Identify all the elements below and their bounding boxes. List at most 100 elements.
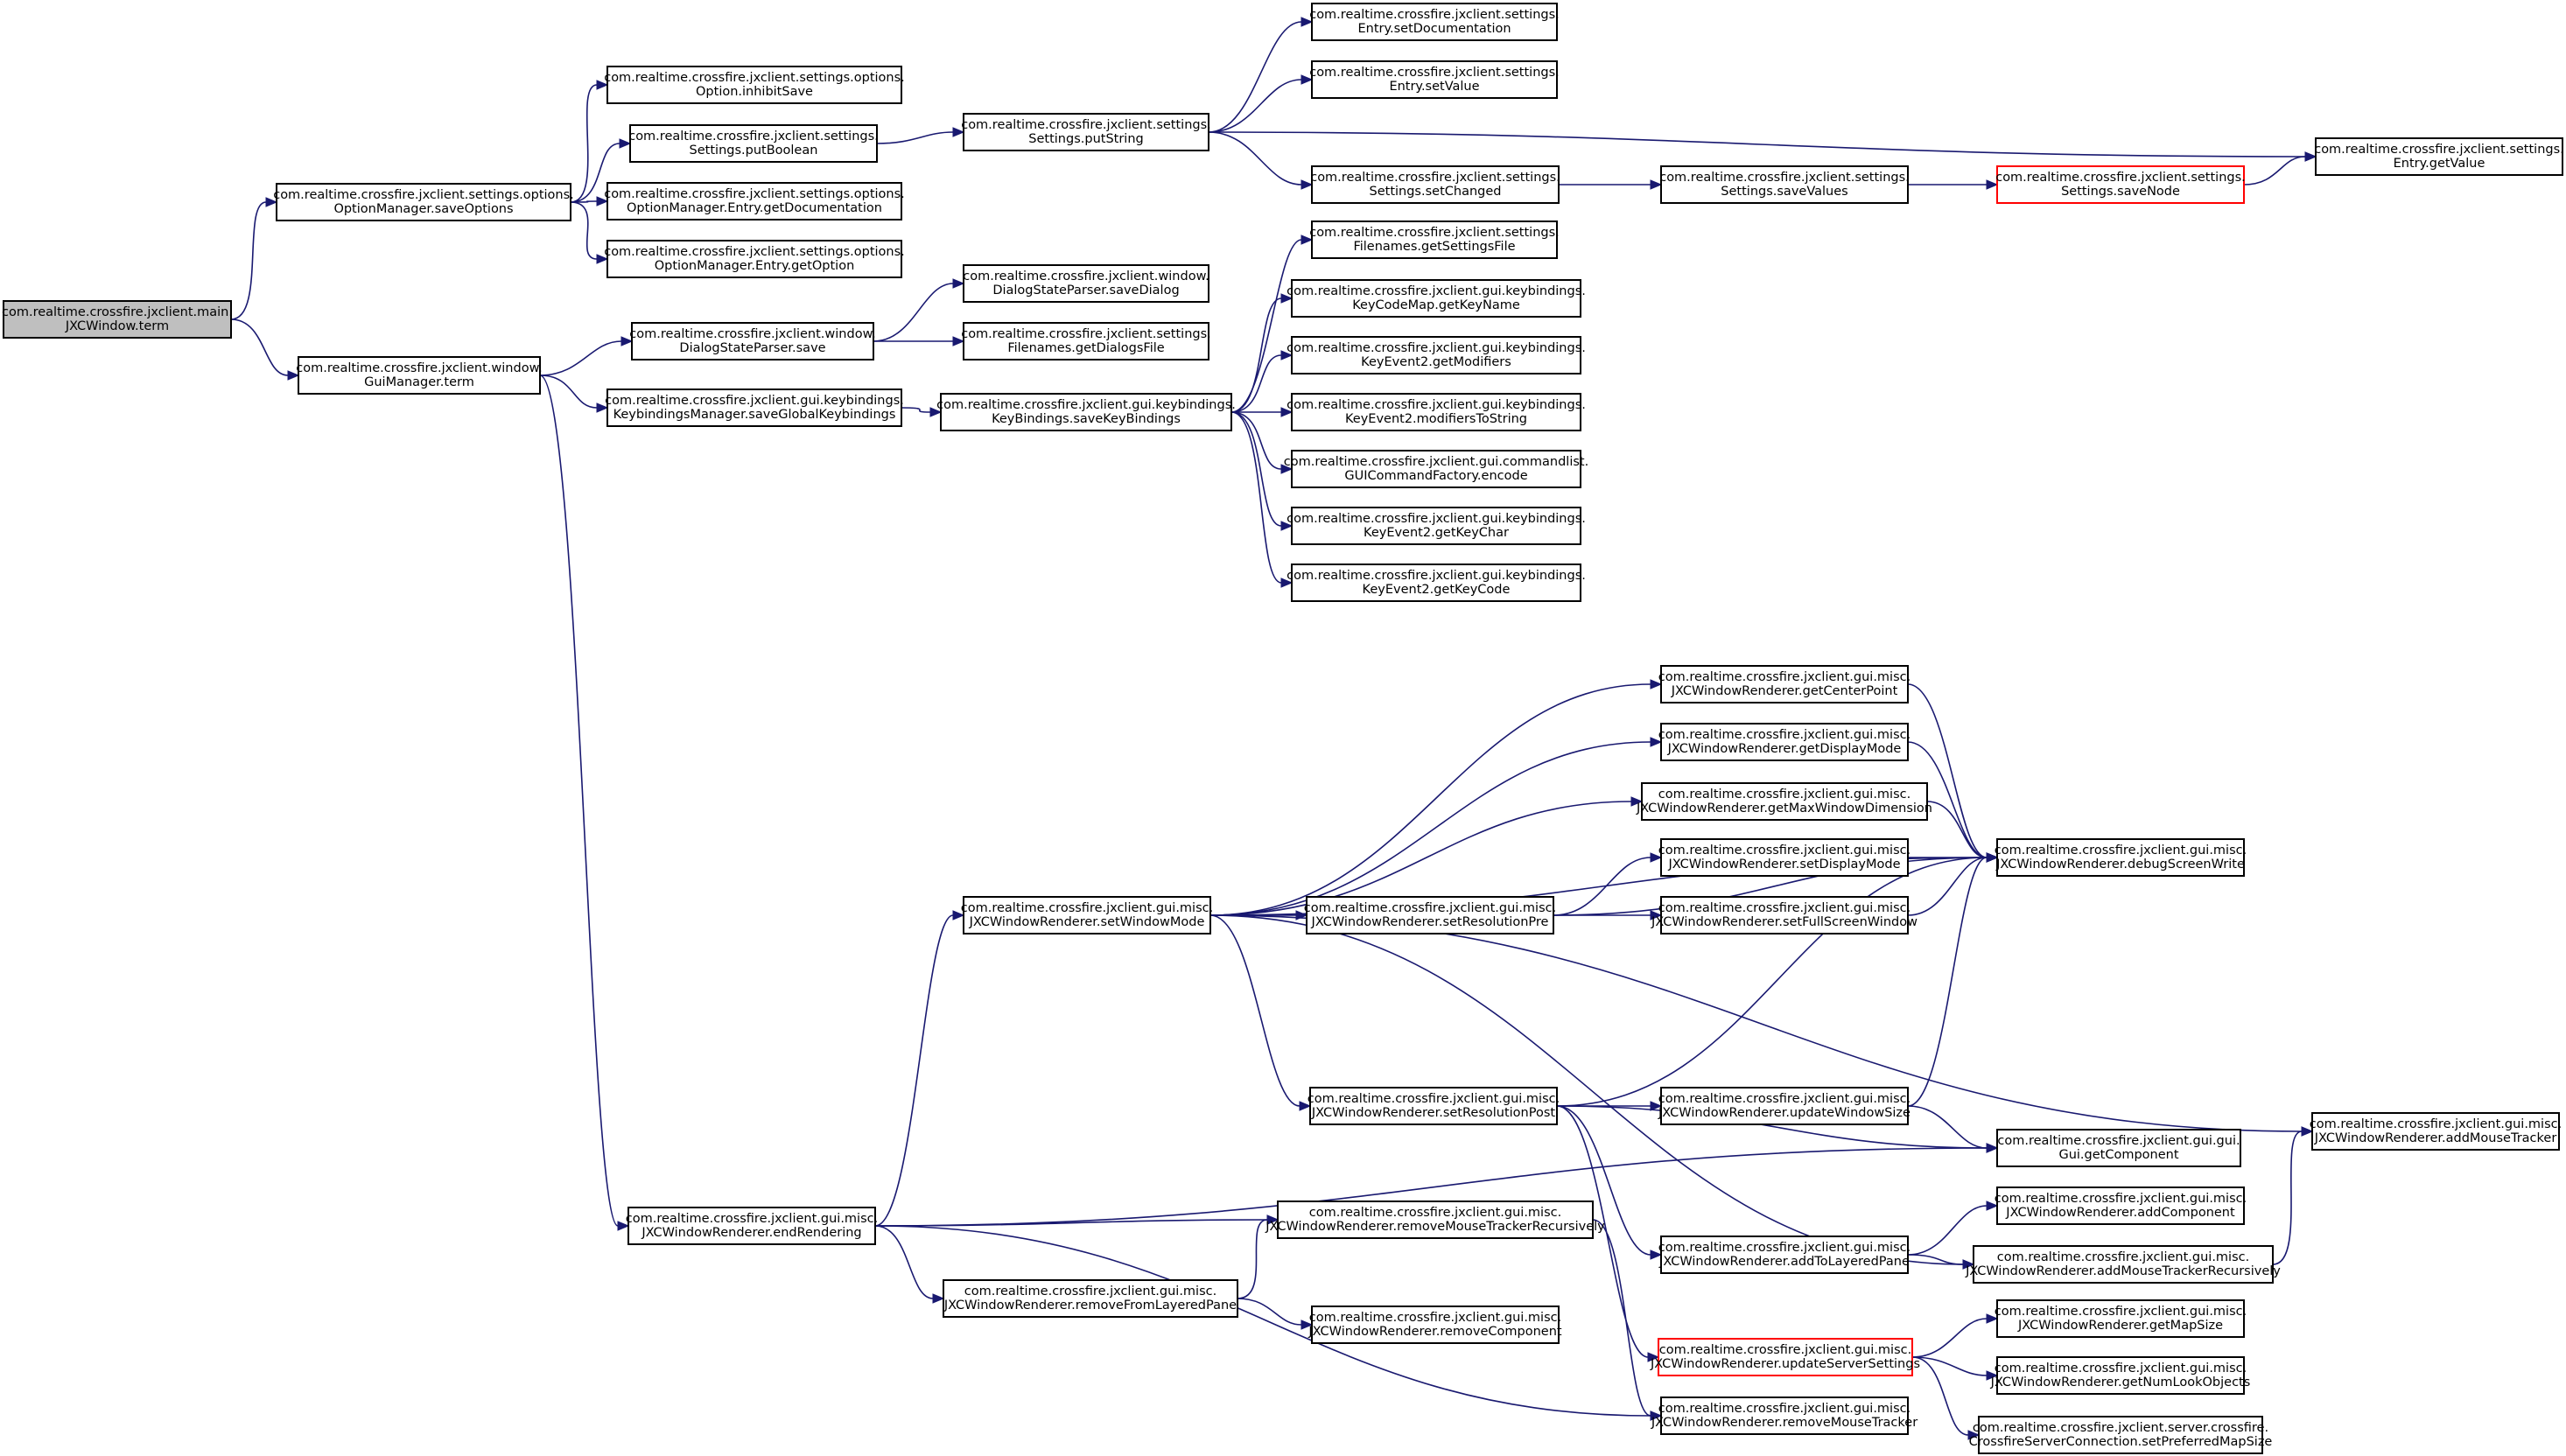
node-entry_setdoc[interactable]: com.realtime.crossfire.jxclient.settings… <box>1309 3 1560 41</box>
node-dsp_save[interactable]: com.realtime.crossfire.jxclient.window.D… <box>629 322 876 360</box>
node-label-line: Settings.putBoolean <box>690 144 818 158</box>
node-om_save[interactable]: com.realtime.crossfire.jxclient.settings… <box>273 183 574 221</box>
node-get_dmode[interactable]: com.realtime.crossfire.jxclient.gui.misc… <box>1658 723 1910 761</box>
node-label-line: com.realtime.crossfire.jxclient.settings… <box>1309 226 1560 240</box>
node-end_render[interactable]: com.realtime.crossfire.jxclient.gui.misc… <box>626 1207 878 1245</box>
node-label-line: com.realtime.crossfire.jxclient.settings… <box>1309 66 1560 80</box>
node-gcf_encode[interactable]: com.realtime.crossfire.jxclient.gui.comm… <box>1284 450 1588 488</box>
node-add_mt[interactable]: com.realtime.crossfire.jxclient.gui.misc… <box>2310 1112 2562 1151</box>
node-fn_settings[interactable]: com.realtime.crossfire.jxclient.settings… <box>1309 220 1560 259</box>
edge-line <box>1230 411 1282 527</box>
edge-kb_save-to-gcf_encode <box>1230 411 1294 474</box>
node-box <box>943 1279 1238 1318</box>
node-kcm_keyname[interactable]: com.realtime.crossfire.jxclient.gui.keyb… <box>1287 279 1586 318</box>
edge-om_save-to-opt_inhibit <box>570 80 609 203</box>
node-layer: com.realtime.crossfire.jxclient.main. JXC… <box>2 3 2564 1454</box>
node-label-line: com.realtime.crossfire.jxclient.settings… <box>604 245 905 259</box>
node-label-line: KeyCodeMap.getKeyName <box>1352 298 1520 312</box>
node-ke_getmod[interactable]: com.realtime.crossfire.jxclient.gui.keyb… <box>1287 336 1586 374</box>
node-kbm_save[interactable]: com.realtime.crossfire.jxclient.gui.keyb… <box>605 388 904 427</box>
node-rem_comp[interactable]: com.realtime.crossfire.jxclient.gui.misc… <box>1308 1306 1562 1344</box>
edge-kbm_save-to-kb_save <box>901 407 943 417</box>
node-ke_keycode[interactable]: com.realtime.crossfire.jxclient.gui.keyb… <box>1287 564 1586 602</box>
node-rem_mt[interactable]: com.realtime.crossfire.jxclient.gui.misc… <box>1651 1396 1917 1435</box>
edge-arrowhead <box>1650 737 1663 747</box>
node-csc_mapsize[interactable]: com.realtime.crossfire.jxclient.server.c… <box>1969 1416 2273 1454</box>
node-upd_wsize[interactable]: com.realtime.crossfire.jxclient.gui.misc… <box>1658 1087 1910 1125</box>
node-entry_setval[interactable]: com.realtime.crossfire.jxclient.settings… <box>1309 60 1560 99</box>
edge-arrowhead <box>1650 910 1663 920</box>
edge-arrowhead <box>1962 1259 1975 1270</box>
node-label-line: com.realtime.crossfire.jxclient.gui.keyb… <box>1287 569 1586 583</box>
node-set_changed[interactable]: com.realtime.crossfire.jxclient.settings… <box>1310 165 1560 204</box>
node-upd_server[interactable]: com.realtime.crossfire.jxclient.gui.misc… <box>1650 1338 1920 1376</box>
node-label-line: KeyEvent2.getModifiers <box>1361 355 1511 369</box>
node-get_center[interactable]: com.realtime.crossfire.jxclient.gui.misc… <box>1658 665 1910 704</box>
node-put_bool[interactable]: com.realtime.crossfire.jxclient.settings… <box>628 124 879 163</box>
node-label-line: com.realtime.crossfire.jxclient.settings… <box>628 130 879 144</box>
node-entry_getval[interactable]: com.realtime.crossfire.jxclient.settings… <box>2314 137 2564 176</box>
node-label-line: com.realtime.crossfire.jxclient.main. <box>2 305 233 319</box>
edge-dsp_save-to-dsp_savedialog <box>873 278 965 342</box>
node-box <box>1306 896 1554 934</box>
edge-line <box>1556 1105 1988 1149</box>
edge-set_wmode-to-get_center <box>1209 679 1663 916</box>
node-dsp_savedialog[interactable]: com.realtime.crossfire.jxclient.window.D… <box>963 264 1209 303</box>
node-ke_modstr[interactable]: com.realtime.crossfire.jxclient.gui.keyb… <box>1287 393 1586 431</box>
node-fn_dialogs[interactable]: com.realtime.crossfire.jxclient.settings… <box>961 322 1211 360</box>
node-label-line: Entry.setDocumentation <box>1357 22 1511 36</box>
node-label-line: com.realtime.crossfire.jxclient.settings… <box>961 327 1211 341</box>
node-box <box>1996 1356 2245 1395</box>
node-get_mapsize[interactable]: com.realtime.crossfire.jxclient.gui.misc… <box>1995 1299 2247 1338</box>
node-label-line: GUICommandFactory.encode <box>1344 469 1527 483</box>
node-om_getdoc[interactable]: com.realtime.crossfire.jxclient.settings… <box>604 182 905 220</box>
node-get_maxdim[interactable]: com.realtime.crossfire.jxclient.gui.misc… <box>1636 782 1932 821</box>
edge-end_render-to-set_wmode <box>874 910 965 1227</box>
node-ke_keychar[interactable]: com.realtime.crossfire.jxclient.gui.keyb… <box>1287 507 1586 545</box>
node-label-line: com.realtime.crossfire.jxclient.gui.misc… <box>1658 844 1910 858</box>
node-set_respost[interactable]: com.realtime.crossfire.jxclient.gui.misc… <box>1308 1087 1560 1125</box>
node-add_mtr[interactable]: com.realtime.crossfire.jxclient.gui.misc… <box>1965 1245 2281 1284</box>
node-set_fullscreen[interactable]: com.realtime.crossfire.jxclient.gui.misc… <box>1651 896 1917 934</box>
edge-line <box>570 200 598 203</box>
node-label-line: JXCWindowRenderer.getDisplayMode <box>1667 742 1902 756</box>
node-label-line: JXCWindowRenderer.endRendering <box>641 1226 861 1240</box>
node-label-line: com.realtime.crossfire.jxclient.gui.misc… <box>1658 670 1910 684</box>
node-label-line: Filenames.getSettingsFile <box>1353 240 1515 254</box>
node-box <box>963 113 1209 151</box>
node-debug_write[interactable]: com.realtime.crossfire.jxclient.gui.misc… <box>1995 838 2247 877</box>
node-rem_flp[interactable]: com.realtime.crossfire.jxclient.gui.misc… <box>943 1279 1238 1318</box>
node-add_comp[interactable]: com.realtime.crossfire.jxclient.gui.misc… <box>1995 1186 2247 1225</box>
node-box <box>627 1207 876 1245</box>
node-box <box>1291 507 1581 545</box>
edge-line <box>1237 1298 1302 1326</box>
edge-gui_term-to-end_render <box>539 374 630 1231</box>
node-set_wmode[interactable]: com.realtime.crossfire.jxclient.gui.misc… <box>961 896 1213 934</box>
node-label-line: com.realtime.crossfire.jxclient.gui.keyb… <box>936 398 1236 412</box>
node-set_dmode[interactable]: com.realtime.crossfire.jxclient.gui.misc… <box>1658 838 1910 877</box>
node-get_numlook[interactable]: com.realtime.crossfire.jxclient.gui.misc… <box>1990 1356 2251 1395</box>
node-root[interactable]: com.realtime.crossfire.jxclient.main.JXC… <box>2 300 233 339</box>
node-box <box>606 240 902 278</box>
node-set_respre[interactable]: com.realtime.crossfire.jxclient.gui.misc… <box>1304 896 1556 934</box>
node-label-line: com.realtime.crossfire.jxclient.window. <box>629 327 875 341</box>
node-box <box>940 393 1232 431</box>
edge-arrowhead <box>1986 1370 1999 1381</box>
node-rem_mtr[interactable]: com.realtime.crossfire.jxclient.gui.misc… <box>1265 1200 1605 1239</box>
node-label-line: JXCWindowRenderer.removeFromLayeredPane <box>943 1298 1237 1312</box>
node-opt_inhibit[interactable]: com.realtime.crossfire.jxclient.settings… <box>604 66 905 104</box>
node-save_node[interactable]: com.realtime.crossfire.jxclient.settings… <box>1995 165 2246 204</box>
node-kb_save[interactable]: com.realtime.crossfire.jxclient.gui.keyb… <box>936 393 1236 431</box>
edge-line <box>1907 1105 1988 1149</box>
edge-set_respost-to-debug_write <box>1556 852 1999 1107</box>
node-label-line: com.realtime.crossfire.jxclient.gui.misc… <box>1658 1402 1910 1416</box>
node-save_values[interactable]: com.realtime.crossfire.jxclient.settings… <box>1659 165 1910 204</box>
node-put_string[interactable]: com.realtime.crossfire.jxclient.settings… <box>961 113 1211 151</box>
node-gui_getcomp[interactable]: com.realtime.crossfire.jxclient.gui.gui.… <box>1996 1129 2241 1167</box>
node-add_tlp[interactable]: com.realtime.crossfire.jxclient.gui.misc… <box>1658 1236 1910 1274</box>
edge-arrowhead <box>1280 407 1294 417</box>
edge-line <box>1209 683 1651 916</box>
node-om_getopt[interactable]: com.realtime.crossfire.jxclient.settings… <box>604 240 905 278</box>
node-gui_term[interactable]: com.realtime.crossfire.jxclient.window.G… <box>296 356 543 395</box>
edge-arrowhead <box>1280 521 1294 531</box>
